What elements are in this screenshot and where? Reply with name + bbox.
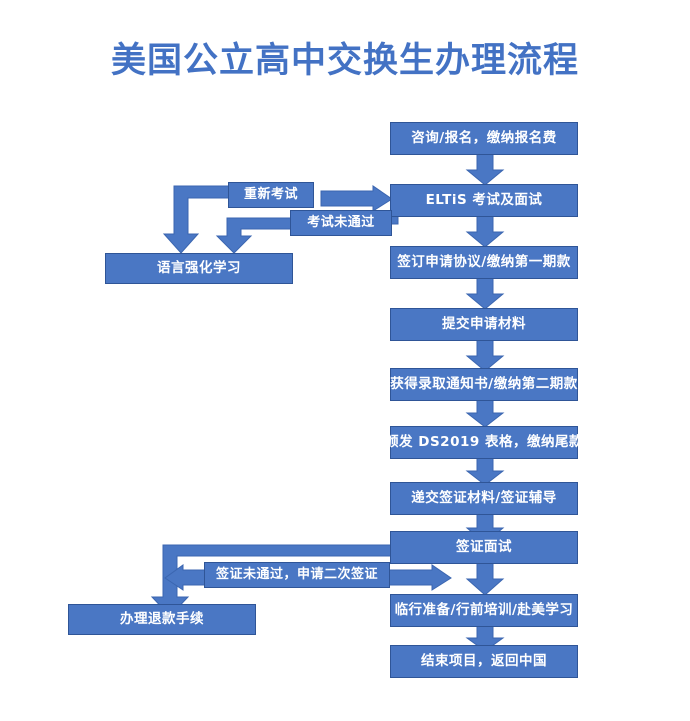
edge-label-visa-failed[interactable]: 签证未通过，申请二次签证 bbox=[204, 562, 390, 588]
connector-admission-to-ds2019 bbox=[465, 399, 505, 428]
connector-visafail-right-arrow bbox=[379, 564, 452, 591]
connector-predeparture-to-finish bbox=[465, 625, 505, 652]
edge-label-exam-failed[interactable]: 考试未通过 bbox=[290, 210, 392, 236]
connector-retake-to-language bbox=[162, 185, 243, 254]
node-materials[interactable]: 提交申请材料 bbox=[390, 308, 578, 341]
node-finish[interactable]: 结束项目，返回中国 bbox=[390, 645, 578, 678]
connector-ds2019-to-visadocs bbox=[465, 457, 505, 486]
node-admission[interactable]: 获得录取通知书/缴纳第二期款 bbox=[390, 368, 578, 401]
connector-visainterview-to-predeparture bbox=[465, 561, 505, 596]
node-ds2019[interactable]: 颁发 DS2019 表格，缴纳尾款 bbox=[385, 426, 582, 459]
connector-agreement-to-materials bbox=[465, 277, 505, 310]
connector-eltis-to-agreement bbox=[465, 215, 505, 248]
connector-consult-to-eltis bbox=[465, 153, 505, 186]
node-eltis[interactable]: ELTiS 考试及面试 bbox=[390, 184, 578, 217]
connector-materials-to-admission bbox=[465, 339, 505, 372]
node-consult[interactable]: 咨询/报名，缴纳报名费 bbox=[390, 122, 578, 155]
edge-label-retake[interactable]: 重新考试 bbox=[228, 182, 314, 208]
connector-retake-into-eltis bbox=[320, 185, 393, 212]
node-refund[interactable]: 办理退款手续 bbox=[68, 604, 256, 635]
node-predeparture[interactable]: 临行准备/行前培训/赴美学习 bbox=[390, 594, 578, 627]
node-language-study[interactable]: 语言强化学习 bbox=[105, 253, 293, 284]
page-title: 美国公立高中交换生办理流程 bbox=[110, 41, 579, 81]
node-visa-docs[interactable]: 递交签证材料/签证辅导 bbox=[390, 482, 578, 515]
node-agreement[interactable]: 签订申请协议/缴纳第一期款 bbox=[390, 246, 578, 279]
node-visa-interview[interactable]: 签证面试 bbox=[390, 531, 578, 564]
